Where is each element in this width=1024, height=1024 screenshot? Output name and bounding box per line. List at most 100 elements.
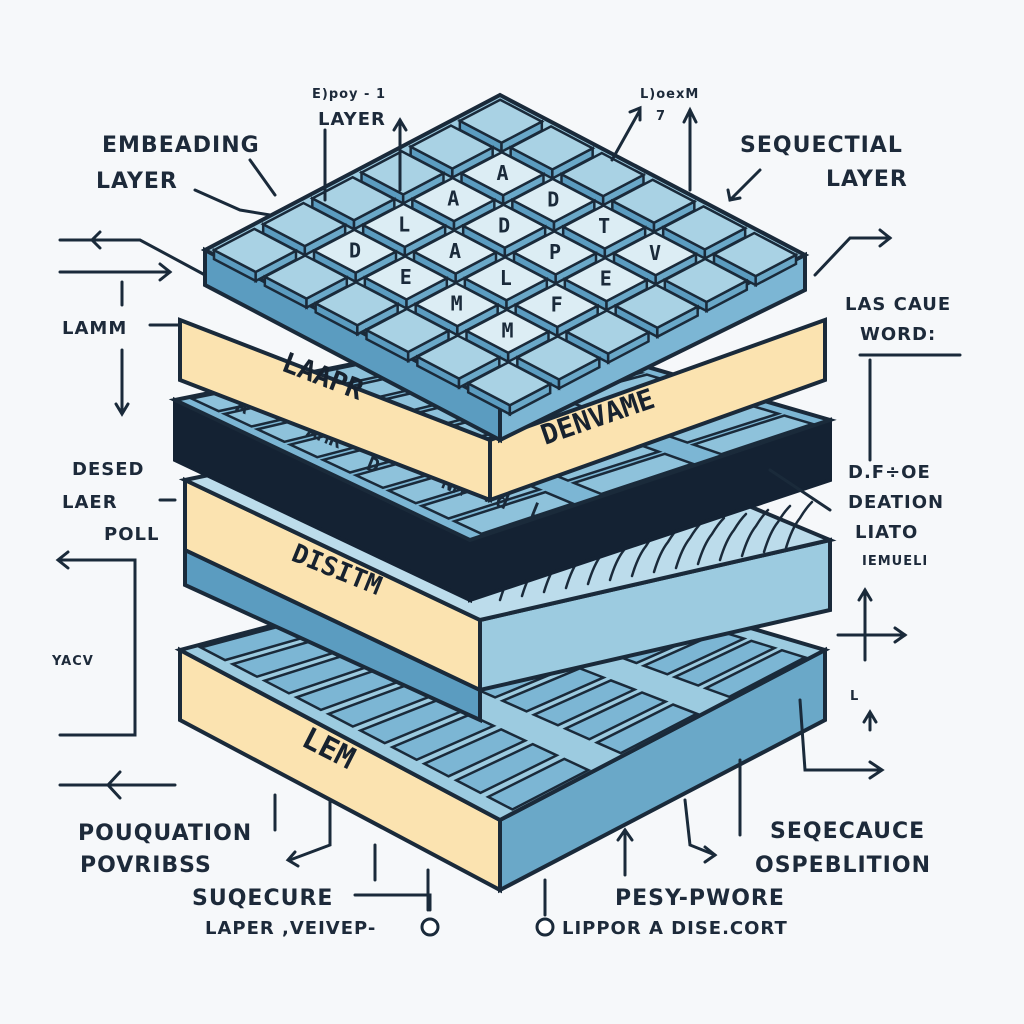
left-bracket: [58, 558, 137, 737]
deation-leader: [768, 468, 832, 512]
grid-key-label: M: [451, 292, 463, 316]
bottom-tile: [671, 639, 778, 687]
embedding-label-line1: EMBEADING: [102, 133, 260, 158]
bottom-tile: [499, 666, 607, 713]
dense-label-line3: POLL: [104, 524, 159, 545]
grid-key: [465, 360, 553, 407]
right-horiz-arrow-head: [893, 626, 908, 644]
dark-layer-key: [570, 452, 697, 496]
bottom-tile: [389, 713, 497, 762]
right-arrow-line: [813, 236, 892, 277]
pesy-pwore-label-line1: PESY-PWORE: [615, 886, 785, 911]
grid-key: [363, 307, 452, 354]
sequential-label-line2: LAYER: [826, 167, 908, 192]
deation-label-line2: DEATION: [848, 492, 944, 513]
grid-key-label: T: [598, 214, 610, 238]
grid-key: [514, 334, 603, 381]
deation-label-line3: LIATO: [855, 522, 918, 543]
grid-key: [507, 124, 596, 171]
grid-key-label: D: [547, 187, 559, 211]
right-arrow-head: [878, 228, 893, 248]
sequential-leader: [728, 168, 762, 202]
grid-key-label: P: [549, 240, 561, 264]
deation-label-line4: IEMUELI: [862, 554, 928, 569]
yacv-label: YACV: [51, 654, 94, 669]
poquation-leader-head: [285, 850, 300, 868]
top-small-right-line2: 7: [656, 109, 666, 124]
grid-key-label: M: [501, 318, 513, 342]
suqecure-label-line1: SUQECURE: [192, 886, 333, 911]
grid-key: [562, 256, 650, 303]
arrow-line-left-top: [58, 238, 207, 277]
grid-key: [458, 150, 547, 197]
bottom-right-leader-head: [868, 760, 885, 780]
grid-key-label: A: [449, 239, 461, 263]
top-arrow-up-1-head: [392, 117, 408, 132]
grid-key: [407, 124, 496, 171]
last-cause-label-line1: LAS CAUE: [845, 294, 951, 315]
bottom-tile: [593, 703, 700, 755]
wave-line: [784, 500, 814, 550]
sequecauce-leader-head: [703, 845, 718, 864]
suqecure-terminal: [420, 917, 440, 937]
grid-key: [612, 283, 701, 330]
deation-label-line1: D.F÷OE: [848, 462, 931, 483]
bottom-vert-4-head: [616, 827, 634, 842]
suqecure-label-line2: LAPER ,VEIVEP-: [205, 918, 376, 939]
grid-key-label: D: [498, 213, 510, 237]
grid-key: [560, 204, 648, 251]
text-labels: EMBEADING LAYER E)poy - 1 LAYER L)oexM 7…: [51, 87, 951, 939]
sequential-label-line1: SEQUECTIAL: [740, 133, 903, 158]
grid-key-label: A: [447, 187, 459, 211]
suqecure-leader: [353, 893, 432, 912]
wave-line: [718, 512, 748, 562]
embedding-label-line2: LAYER: [96, 169, 178, 194]
embedding-leader: [193, 188, 272, 217]
grid-key-label: F: [551, 292, 563, 316]
grid-key: [662, 257, 750, 304]
sequecauce-label-line1: SEQECAUCE: [770, 819, 925, 844]
poquation-label-line1: POUQUATION: [78, 821, 252, 846]
left-bracket-head: [55, 550, 70, 570]
grid-key: [411, 229, 499, 276]
right-vert-arrow-head: [857, 587, 873, 602]
grid-key: [511, 229, 599, 276]
grid-key-label: L: [398, 212, 410, 236]
sequential-leader-head: [726, 188, 742, 202]
bottom-tile: [485, 757, 592, 811]
grid-key: [457, 98, 545, 145]
embedding-leader-2: [248, 158, 277, 197]
grid-key: [262, 254, 350, 301]
dense-label-line2: LAER: [62, 492, 118, 513]
grid-key: [563, 309, 652, 356]
top-small-left-line2: LAYER: [318, 109, 386, 130]
last-cause-label-line2: WORD:: [860, 324, 936, 345]
poquation-leader: [288, 798, 332, 862]
top-arrow-up-2-head: [682, 106, 698, 124]
grid-key: [414, 334, 503, 381]
wave-line: [762, 504, 792, 554]
sequecauce-leader: [683, 798, 717, 857]
bottom-right-leader: [798, 698, 882, 772]
grid-key: [312, 280, 401, 327]
grid-key: [358, 149, 447, 196]
yellow-band-right: [488, 317, 827, 503]
dark-layer-key: [689, 414, 817, 456]
grid-key: [509, 177, 598, 224]
wave-line: [696, 516, 726, 566]
bottom-tile: [702, 648, 809, 699]
grid-key: [260, 201, 348, 248]
dark-layer-key: [451, 490, 577, 536]
grid-key-label: A: [496, 161, 508, 185]
top-small-right-line1: L)oexM: [640, 87, 699, 102]
grid-key-label: E: [600, 267, 612, 291]
wave-line: [740, 508, 770, 558]
top-small-left-line1: E)poy - 1: [312, 87, 386, 102]
dense-label-line1: DESED: [72, 459, 144, 480]
grid-key: [711, 231, 799, 278]
right-l-label: L: [850, 689, 859, 704]
